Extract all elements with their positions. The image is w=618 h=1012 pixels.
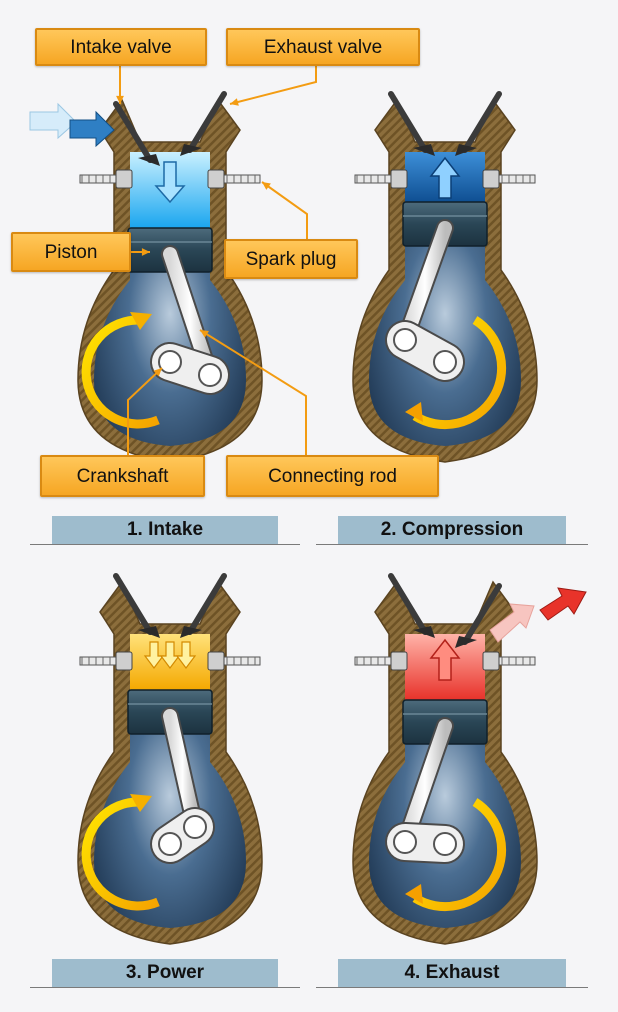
stage-label-exhaust: 4. Exhaust [338,959,566,987]
spark-plug-right [482,651,536,671]
rotation-arrow [405,316,507,430]
intake-valve [113,573,153,635]
stage-underline-compression [316,544,588,545]
callout-crankshaft: Crankshaft [40,455,205,497]
intake-valve-head [138,626,160,638]
crank-main-journal [433,832,457,856]
leader-connecting-rod-head [200,330,209,338]
crank-main-journal [158,832,182,856]
exhaust-valve [462,91,502,153]
crank-main-journal [433,350,457,374]
leader-crankshaft-head [153,368,162,377]
spark-plug-left [79,169,133,189]
crank-pin [183,815,207,839]
crank-pin [393,830,417,854]
stage-label-intake: 1. Intake [52,516,278,544]
intake-valve-head [413,144,435,156]
rotation-arrow [405,798,507,912]
stage-underline-intake [30,544,300,545]
intake-valve-head [413,626,435,638]
intake-flow-arrow [69,110,115,148]
spark-plug-left [354,169,408,189]
flow-arrow [429,638,461,681]
exhaust-valve-head [180,144,202,156]
intake-valve-head [138,154,160,166]
flow-arrow [154,161,186,204]
leader-connecting-rod [199,329,307,455]
exhaust-valve-head [455,144,477,156]
flow-arrow [429,156,461,199]
spark-plug-right [482,169,536,189]
leader-crankshaft [127,367,163,455]
rotation-arrow [81,312,160,429]
leader-intake-valve-head [116,95,124,104]
crank-pin [198,363,222,387]
intake-flow-arrow-light [29,102,77,140]
stage-label-compression: 2. Compression [338,516,566,544]
exhaust-valve [187,91,227,153]
spark-plug-right [207,169,261,189]
engine-compression [352,91,538,463]
spark-plug-left [79,651,133,671]
exhaust-flow-arrow-light [489,603,535,643]
exhaust-valve-head [180,626,202,638]
callout-spark-plug: Spark plug [224,239,358,279]
engine-intake [77,91,263,463]
spark-plug-left [354,651,408,671]
exhaust-valve [187,573,227,635]
intake-valve [113,101,153,163]
exhaust-valve-head [455,636,477,648]
callout-connecting-rod: Connecting rod [226,455,439,497]
engine-exhaust [352,573,538,945]
callout-exhaust-valve: Exhaust valve [226,28,420,66]
spark-plug-right [207,651,261,671]
leader-spark-plug [261,181,308,239]
leader-spark-plug-head [262,182,271,190]
exhaust-flow-arrow [539,587,587,621]
crank-main-journal [158,350,182,374]
callout-leader-lines [116,66,317,455]
stage-underline-power [30,987,300,988]
flow-arrow [143,641,197,669]
intake-valve [388,91,428,153]
callout-intake-valve: Intake valve [35,28,207,66]
exhaust-valve [462,583,502,645]
stage-underline-exhaust [316,987,588,988]
crank-pin [393,328,417,352]
leader-exhaust-valve-head [230,98,239,106]
leader-exhaust-valve [229,66,317,105]
intake-valve [388,573,428,635]
callout-piston: Piston [11,232,131,272]
leader-piston-head [141,248,150,256]
rotation-arrow [81,794,160,911]
stage-label-power: 3. Power [52,959,278,987]
engine-power [77,573,263,945]
